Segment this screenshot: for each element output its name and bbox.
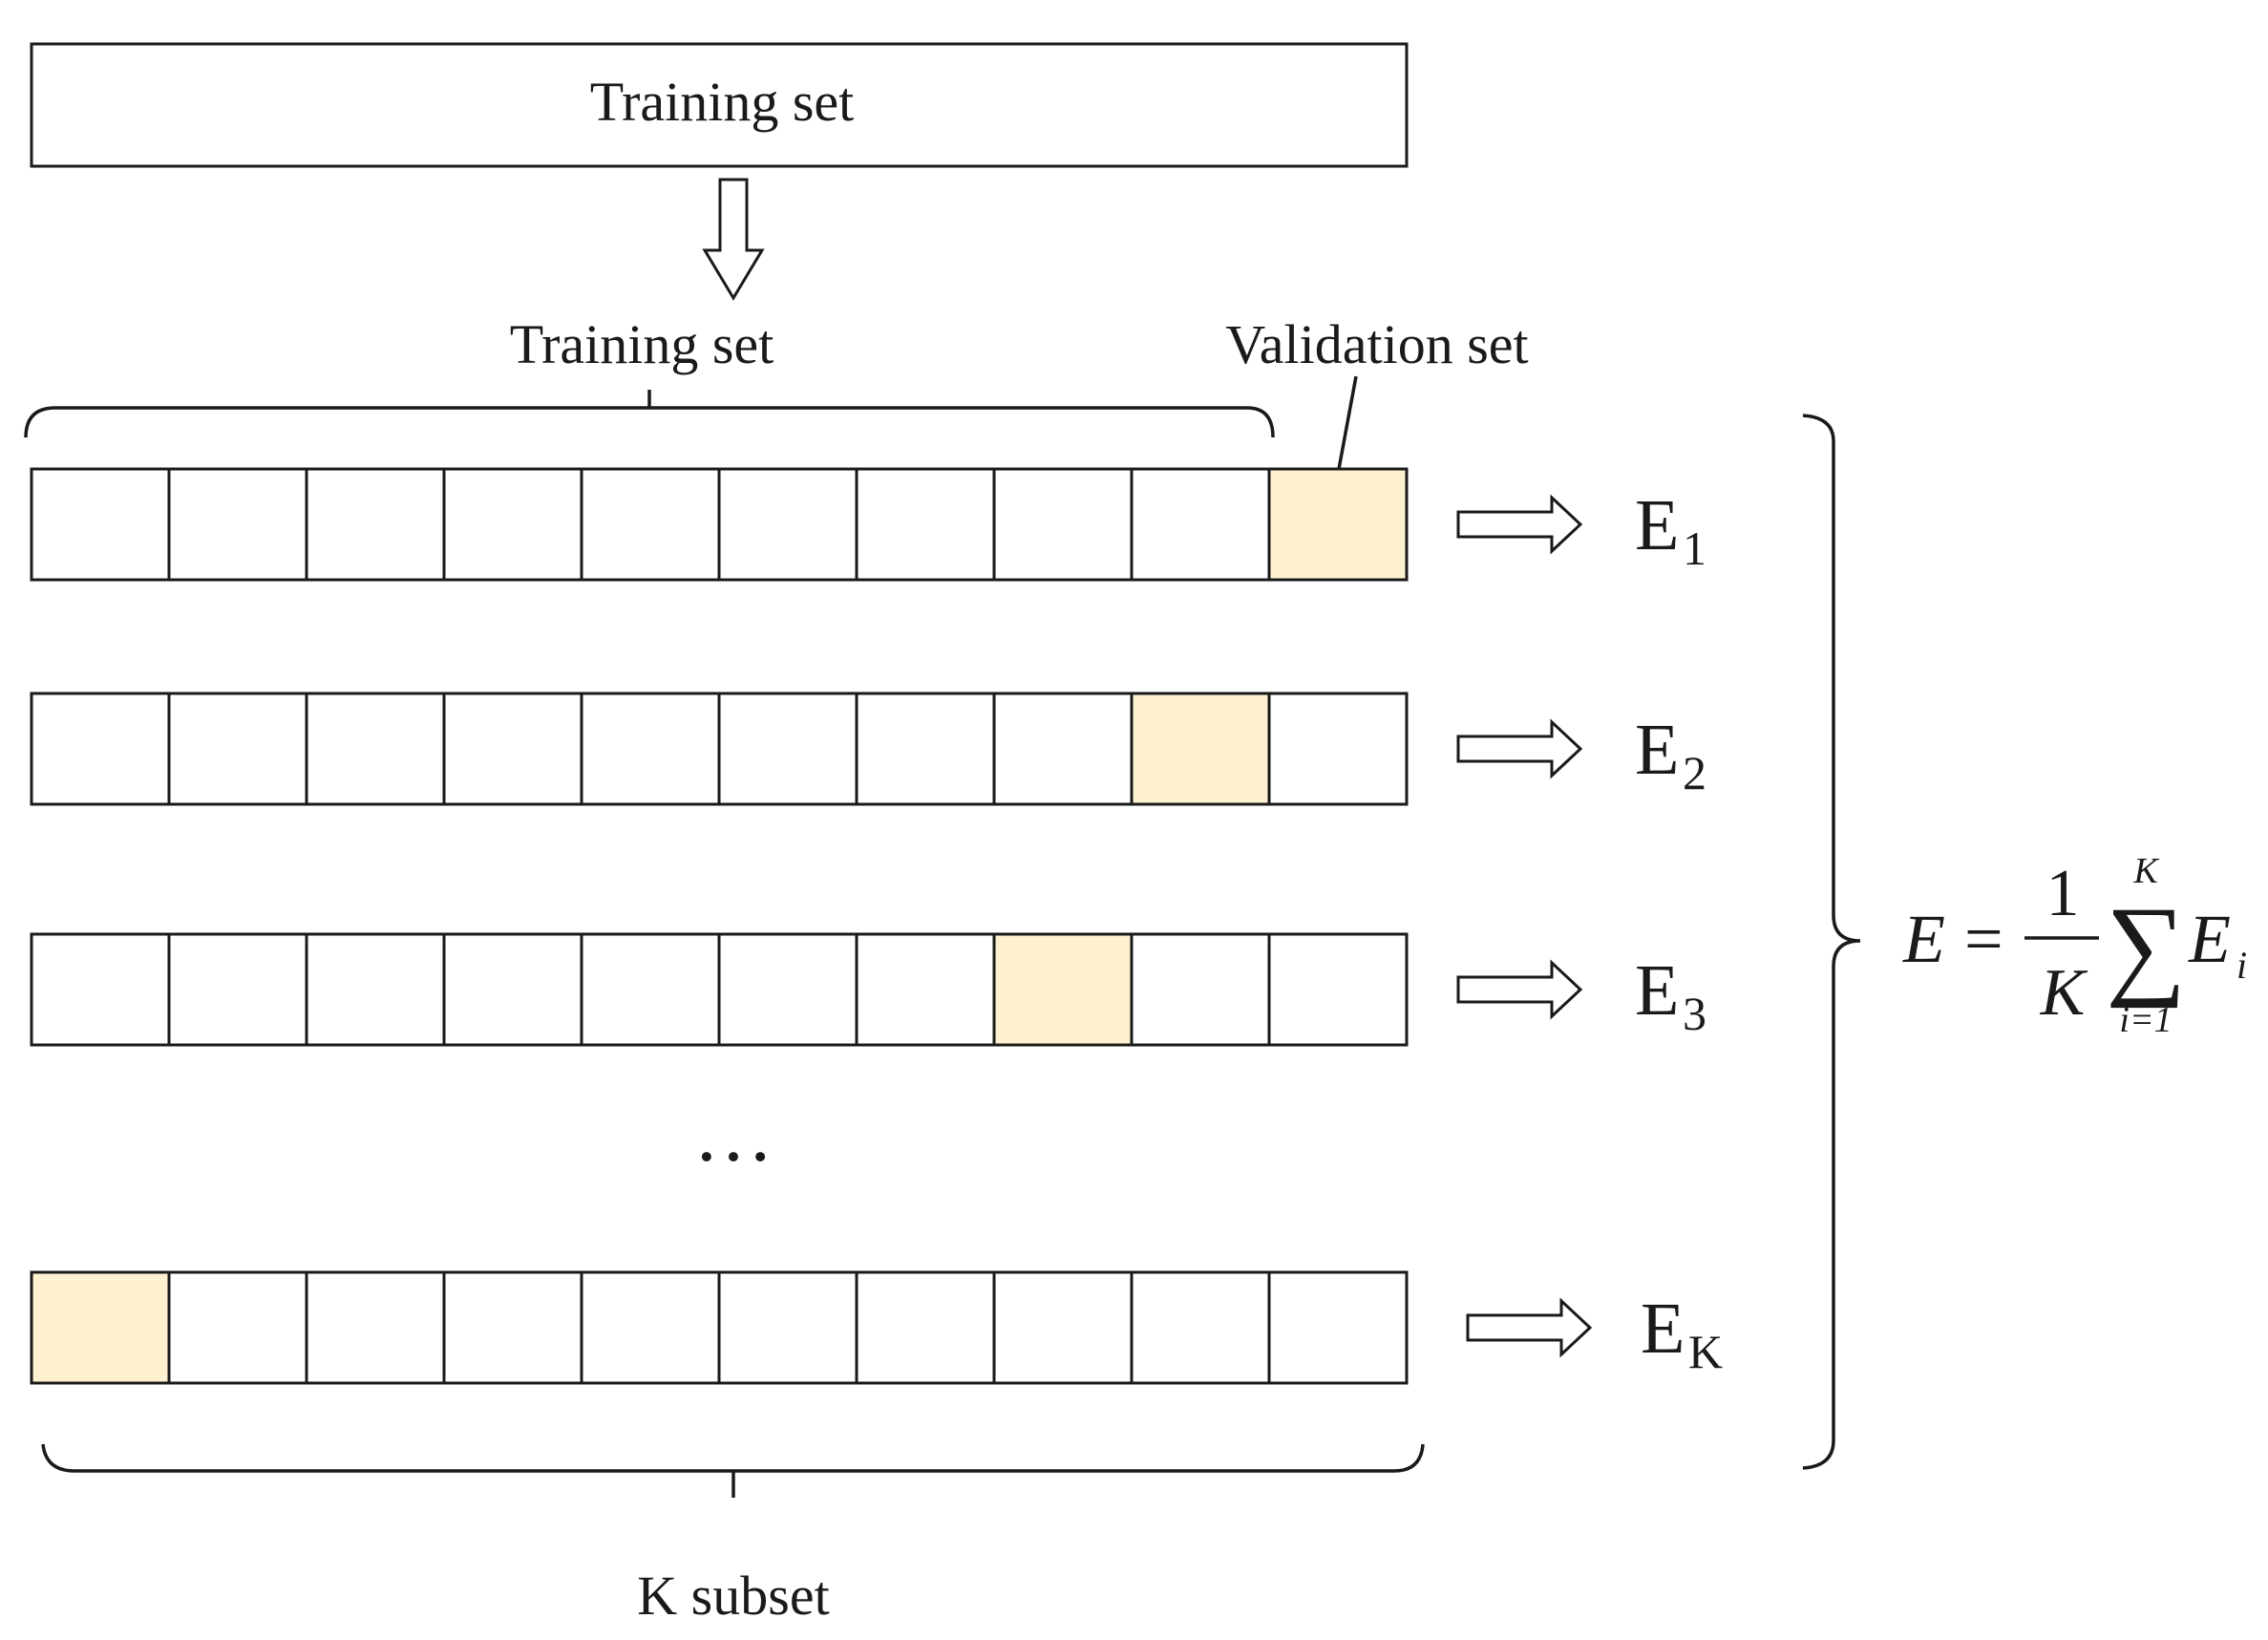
fold-error-subscript: 1 — [1683, 522, 1706, 575]
training-cell — [580, 692, 721, 806]
training-bracket — [24, 406, 1275, 438]
training-cell — [442, 467, 583, 582]
training-cell — [580, 467, 721, 582]
formula-sum-lower: i=1 — [2119, 1000, 2172, 1040]
training-cell — [167, 1270, 308, 1385]
average-error-formula: E = 1 K ∑ K i=1 E i — [1902, 851, 2247, 1040]
training-cell — [580, 932, 721, 1047]
right-arrow-icon — [1456, 718, 1583, 779]
training-cell — [1267, 692, 1409, 806]
training-cell — [1267, 932, 1409, 1047]
training-cell — [167, 692, 308, 806]
training-cell — [717, 692, 858, 806]
fold-error-label: E — [1635, 710, 1679, 790]
training-cell — [167, 467, 308, 582]
training-bracket-label: Training set — [510, 313, 774, 375]
training-cell — [855, 692, 996, 806]
training-cell — [855, 1270, 996, 1385]
right-arrow-icon — [1466, 1297, 1593, 1358]
validation-cell — [30, 1270, 171, 1385]
training-cell — [305, 932, 446, 1047]
formula-term: E — [2188, 901, 2231, 977]
formula-term-sub: i — [2236, 944, 2247, 987]
formula-denominator: K — [2040, 956, 2088, 1030]
training-cell — [992, 467, 1134, 582]
training-cell — [1130, 467, 1271, 582]
training-cell — [30, 467, 171, 582]
training-cell — [30, 932, 171, 1047]
fold-error-subscript: 3 — [1683, 987, 1706, 1040]
k-subset-bracket — [41, 1443, 1425, 1473]
training-cell — [717, 467, 858, 582]
training-cell — [1130, 932, 1271, 1047]
formula-numerator: 1 — [2046, 857, 2080, 930]
training-cell — [717, 932, 858, 1047]
formula-lhs: E — [1902, 901, 1945, 977]
right-arrow-icon — [1456, 959, 1583, 1020]
fold-error-subscript: 2 — [1683, 746, 1706, 799]
training-set-box-label: Training set — [590, 71, 855, 133]
training-cell — [442, 1270, 583, 1385]
training-cell — [305, 467, 446, 582]
training-cell — [442, 932, 583, 1047]
validation-cell — [1267, 467, 1409, 582]
training-cell — [1130, 1270, 1271, 1385]
training-cell — [167, 932, 308, 1047]
training-cell — [992, 1270, 1134, 1385]
training-cell — [1267, 1270, 1409, 1385]
formula-sum-upper: K — [2132, 851, 2159, 891]
aggregate-brace — [1802, 414, 1861, 1470]
fold-error-subscript: K — [1688, 1325, 1723, 1378]
training-cell — [30, 692, 171, 806]
fold-error-label: E — [1635, 950, 1679, 1031]
training-cell — [305, 692, 446, 806]
ellipsis: … — [693, 1090, 774, 1179]
right-arrow-icon — [1456, 494, 1583, 555]
training-cell — [580, 1270, 721, 1385]
training-cell — [855, 932, 996, 1047]
fold-error-label: E — [1641, 1289, 1685, 1369]
formula-sum-symbol: ∑ — [2106, 884, 2186, 1009]
validation-cell — [992, 932, 1134, 1047]
training-set-box — [30, 42, 1409, 168]
fold-error-label: E — [1635, 485, 1679, 565]
k-subset-label: K subset — [637, 1565, 829, 1627]
training-cell — [855, 467, 996, 582]
validation-set-label: Validation set — [1225, 313, 1528, 375]
training-cell — [717, 1270, 858, 1385]
validation-pointer-line — [1337, 375, 1358, 470]
formula-equals: = — [1964, 901, 2003, 977]
validation-cell — [1130, 692, 1271, 806]
training-cell — [992, 692, 1134, 806]
training-cell — [305, 1270, 446, 1385]
down-arrow-icon — [702, 178, 765, 301]
training-cell — [442, 692, 583, 806]
